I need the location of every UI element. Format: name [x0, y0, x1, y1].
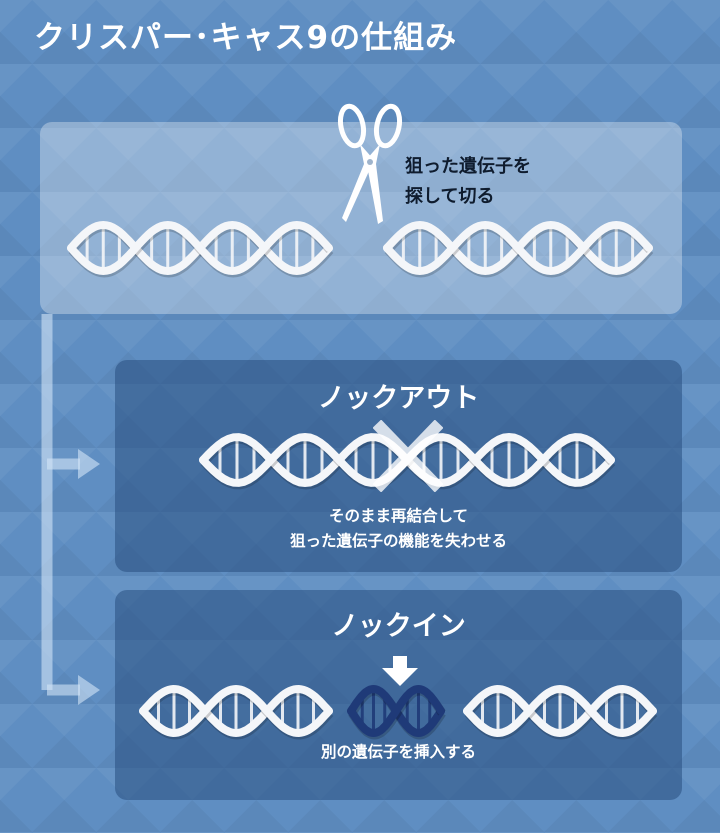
knockin-heading: ノックイン: [331, 611, 466, 642]
cut-label-line1: 狙った遺伝子を: [405, 156, 531, 177]
cut-label-line2: 探して切る: [405, 186, 495, 207]
cut-panel: [40, 122, 682, 314]
dna-backbone: [347, 684, 445, 738]
dna-strand-knockin-right: [463, 684, 658, 740]
dna-backbone: [139, 684, 333, 738]
knockout-caption-line1: そのまま再結合して: [328, 507, 469, 525]
dna-backbone: [463, 684, 657, 738]
cross-mark-icon: [373, 420, 443, 492]
down-arrow-icon: [382, 656, 418, 686]
knockout-heading: ノックアウト: [317, 383, 480, 414]
dna-strand-right-fragment: [383, 220, 654, 278]
dna-backbone: [139, 684, 333, 738]
dna-backbone: [463, 684, 657, 738]
cut-label: 狙った遺伝子を 探して切る: [405, 152, 605, 212]
knockin-caption: 別の遺伝子を挿入する: [320, 743, 476, 761]
scissors-icon: [337, 103, 403, 224]
dna-backbone: [67, 220, 333, 276]
right-arrow-icon: [78, 675, 100, 705]
page-title: クリスパー･キャス9の仕組み: [34, 20, 458, 56]
dna-strand-inserted-gene: [347, 684, 446, 740]
right-arrow-icon: [78, 449, 100, 479]
dna-strand-knockin-left: [139, 684, 334, 740]
dna-strand-left-fragment: [67, 220, 334, 278]
knockout-caption-line2: 狙った遺伝子の機能を失わせる: [289, 532, 507, 550]
dna-backbone: [383, 220, 653, 276]
knockin-panel: ノックイン 別の遺伝子を挿入する: [115, 590, 682, 800]
